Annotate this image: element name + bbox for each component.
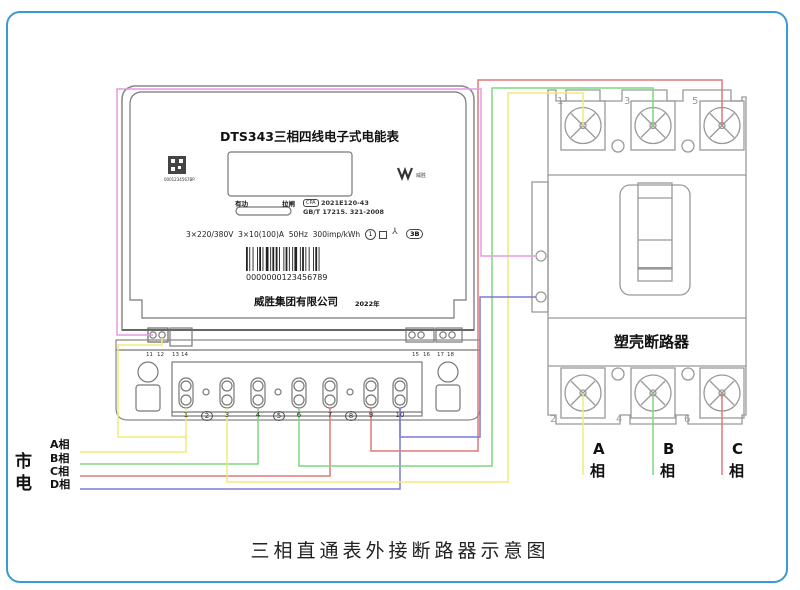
breaker-name: 塑壳断路器 bbox=[614, 333, 690, 351]
wire-mains-a bbox=[80, 408, 187, 453]
aux-terminal-label: 13 bbox=[172, 352, 179, 358]
barcode-number: 0000000123456789 bbox=[246, 273, 328, 282]
label-active: 有功 bbox=[235, 200, 248, 208]
breaker-bottom-terminal-label: 2 bbox=[550, 414, 557, 425]
breaker-top-terminal-label: 3 bbox=[624, 96, 631, 107]
main-terminal-label: 2 bbox=[201, 411, 213, 421]
breaker-bottom-terminal-label: 6 bbox=[684, 414, 691, 425]
main-terminal-label: 4 bbox=[255, 411, 261, 419]
mains-label-bottom: 电 bbox=[15, 474, 32, 494]
wire-control-pink bbox=[116, 88, 536, 336]
qr-serial: 0001234567BP bbox=[164, 177, 195, 182]
main-terminal-label: 7 bbox=[327, 411, 333, 419]
aux-terminal-label: 17 bbox=[437, 352, 444, 358]
main-terminal-label: 1 bbox=[183, 411, 189, 419]
diagram-frame bbox=[6, 11, 788, 583]
wire-out-d bbox=[399, 296, 536, 438]
molded-case-circuit-breaker bbox=[531, 89, 747, 425]
diagram-caption: 三相直通表外接断路器示意图 bbox=[250, 540, 550, 562]
breaker-top-terminal-label: 1 bbox=[557, 96, 564, 107]
meter-title: DTS343三相四线电子式电能表 bbox=[220, 129, 399, 144]
breaker-output-phase-suffix: 相 bbox=[729, 462, 745, 480]
cert-code: 2021E120-43 bbox=[321, 199, 369, 207]
breaker-output-phase-suffix: 相 bbox=[590, 462, 606, 480]
cert-mark: CPA bbox=[303, 199, 319, 207]
main-terminal-label: 3 bbox=[224, 411, 230, 419]
breaker-bottom-terminal-label: 4 bbox=[616, 414, 623, 425]
breaker-output-phase-letter: B bbox=[663, 440, 675, 458]
year: 2022年 bbox=[355, 300, 380, 308]
mains-phase-label: B相 bbox=[50, 452, 70, 465]
spec-line: 3×220/380V 3×10(100)A 50Hz 300imp/kWh bbox=[186, 230, 361, 239]
class-mark: 1 bbox=[365, 229, 376, 240]
mains-phase-label: D相 bbox=[50, 478, 71, 491]
breaker-top-terminal-label: 5 bbox=[692, 96, 699, 107]
badge: 3B bbox=[406, 229, 424, 239]
aux-terminal-label: 15 bbox=[412, 352, 419, 358]
mains-phase-label: A相 bbox=[50, 438, 70, 451]
brand-logo-icon bbox=[396, 166, 414, 182]
wire-mains-c bbox=[80, 408, 331, 477]
mains-phase-label: C相 bbox=[50, 465, 70, 478]
wire-out-b bbox=[298, 87, 654, 467]
wire-aux-yellow bbox=[117, 338, 186, 438]
wire-out-a bbox=[226, 92, 584, 483]
main-terminal-label: 6 bbox=[296, 411, 302, 419]
mains-label-top: 市 bbox=[15, 452, 32, 472]
aux-terminal-label: 18 bbox=[447, 352, 454, 358]
indicator-slot bbox=[235, 206, 292, 216]
main-terminal-label: 8 bbox=[345, 411, 357, 421]
aux-terminal-label: 11 bbox=[146, 352, 153, 358]
double-insulation-icon bbox=[379, 231, 387, 239]
wire-out-c bbox=[370, 79, 723, 452]
aux-terminal-label: 16 bbox=[423, 352, 430, 358]
main-terminal-label: 10 bbox=[395, 411, 405, 419]
barcode bbox=[246, 247, 320, 271]
standard: GB/T 17215. 321-2008 bbox=[303, 208, 385, 216]
electricity-meter bbox=[115, 85, 481, 421]
breaker-output-phase-suffix: 相 bbox=[660, 462, 676, 480]
aux-terminal-label: 12 bbox=[157, 352, 164, 358]
antenna-icon: ⅄ bbox=[392, 227, 398, 237]
brand-name: 威胜 bbox=[416, 173, 427, 179]
label-alarm: 拉闸 bbox=[282, 200, 295, 208]
breaker-output-phase-letter: C bbox=[732, 440, 744, 458]
main-terminal-label: 5 bbox=[273, 411, 285, 421]
manufacturer: 威胜集团有限公司 bbox=[254, 296, 338, 308]
wire-mains-b bbox=[80, 408, 259, 465]
breaker-output-phase-letter: A bbox=[593, 440, 605, 458]
qr-code-icon bbox=[168, 156, 186, 174]
aux-terminal-label: 14 bbox=[181, 352, 188, 358]
lcd-window bbox=[227, 151, 353, 197]
wires bbox=[80, 79, 723, 490]
main-terminal-label: 9 bbox=[368, 411, 374, 419]
